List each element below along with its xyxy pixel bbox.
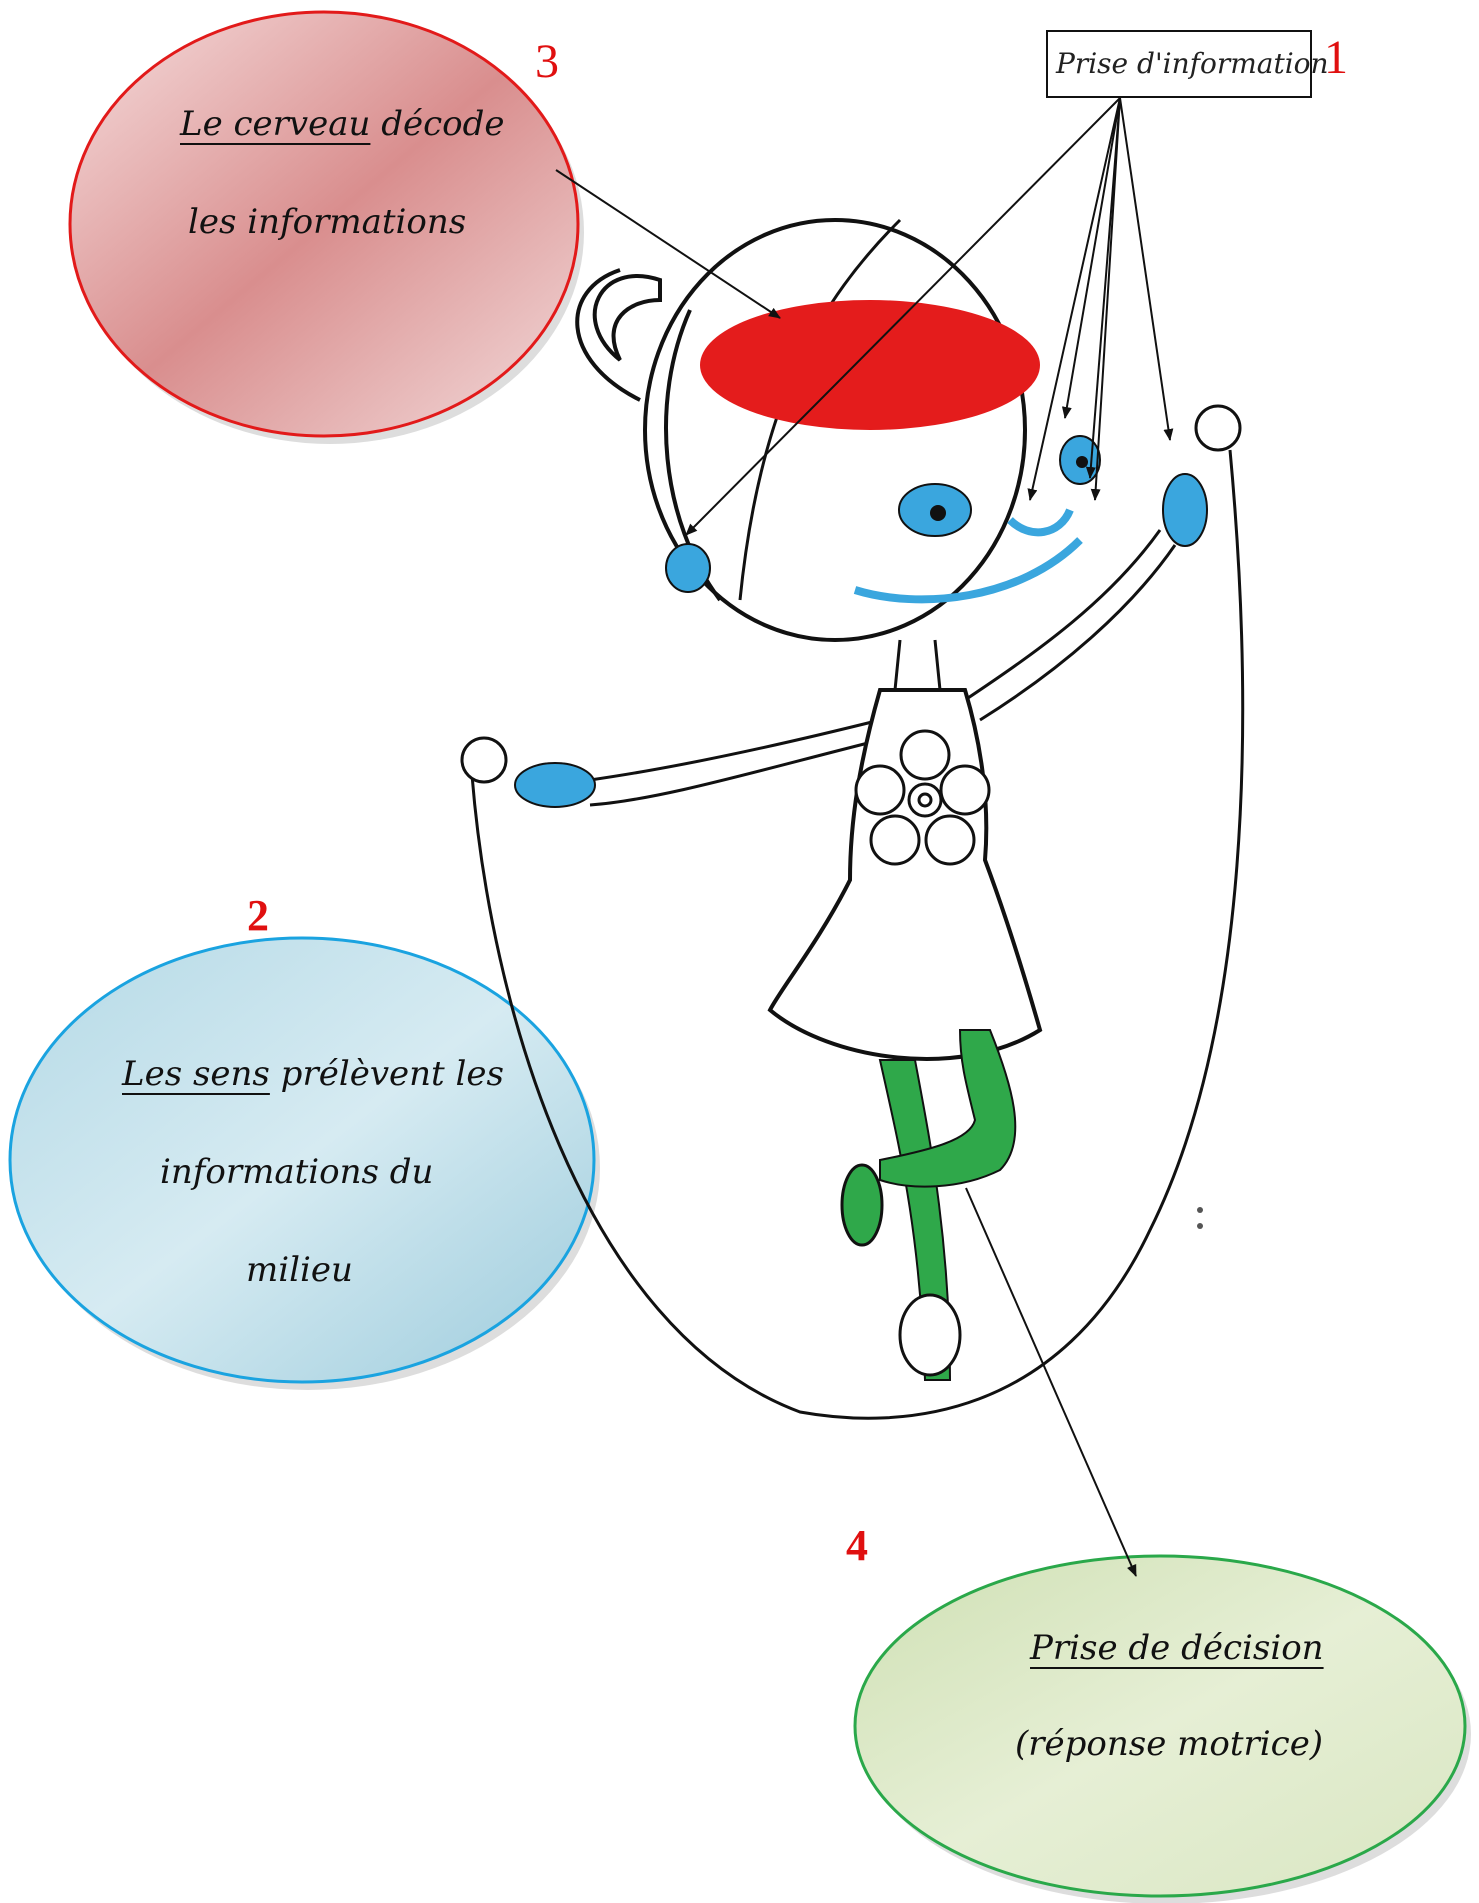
nose bbox=[1010, 510, 1070, 532]
brain-text-rest: décode bbox=[370, 104, 504, 144]
decision-text-line1: Prise de décision bbox=[1030, 1628, 1324, 1668]
label-prise-information: Prise d'information bbox=[1046, 30, 1312, 98]
ear bbox=[666, 544, 710, 592]
decision-text-line2: (réponse motrice) bbox=[1015, 1724, 1323, 1764]
senses-text-line1: Les sens prélèvent les bbox=[122, 1054, 504, 1094]
step-number-1: 1 bbox=[1324, 30, 1348, 85]
arrow-decision bbox=[966, 1188, 1136, 1576]
hand-left bbox=[515, 763, 595, 807]
brain-text-line1: Le cerveau décode bbox=[180, 104, 505, 144]
shoe-left bbox=[900, 1295, 960, 1375]
arm-right bbox=[965, 530, 1175, 720]
step-number-2: 2 bbox=[247, 890, 269, 941]
brain-highlight bbox=[700, 300, 1040, 430]
brain-text-line2: les informations bbox=[188, 202, 466, 242]
senses-text-line3: milieu bbox=[246, 1250, 353, 1290]
senses-text-rest: prélèvent les bbox=[270, 1054, 504, 1094]
brain-text-underlined: Le cerveau bbox=[180, 104, 370, 144]
hair-tuft bbox=[595, 276, 660, 360]
step-number-3: 3 bbox=[535, 34, 559, 89]
hand-right bbox=[1163, 474, 1207, 546]
rope-handle-right bbox=[1196, 406, 1240, 450]
senses-text-line2: informations du bbox=[160, 1152, 433, 1192]
senses-text-underlined: Les sens bbox=[122, 1054, 270, 1094]
step-number-4: 4 bbox=[846, 1520, 868, 1571]
shoe-right bbox=[842, 1165, 882, 1245]
arm-left bbox=[590, 720, 880, 805]
rope-handle-left bbox=[462, 738, 506, 782]
